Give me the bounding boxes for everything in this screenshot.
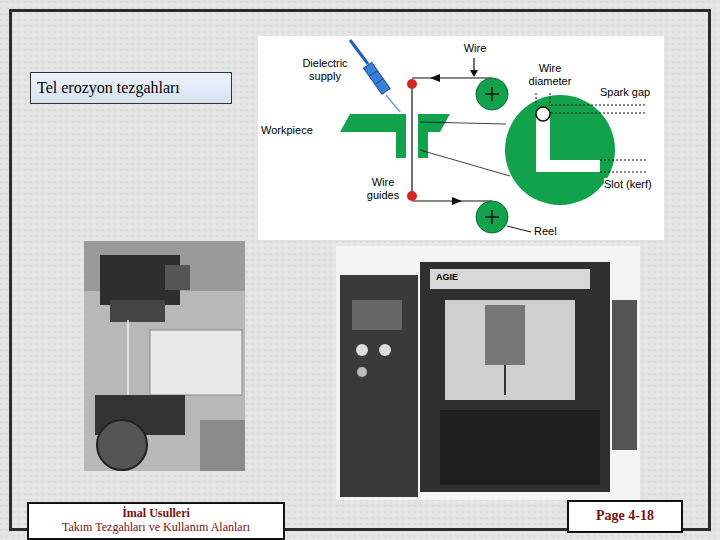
wire-edm-machine-photo-part — [336, 246, 640, 500]
wire-edm-machine-photo — [336, 246, 640, 500]
wire-edm-diagram-part — [430, 74, 440, 82]
wire-edm-diagram-part — [600, 160, 648, 161]
part-label: Dielectric supply — [296, 57, 354, 82]
wire-edm-machine-photo-part — [440, 410, 600, 485]
wire-edm-diagram-part — [536, 93, 537, 106]
wire-edm-diagram-part — [551, 105, 645, 106]
wire-edm-diagram-part — [411, 88, 412, 192]
page-number-box: Page 4-18 — [567, 500, 683, 533]
wire-edm-diagram-part — [418, 114, 450, 158]
wire-edm-diagram-part — [258, 36, 664, 240]
wire-edm-machine-photo-part — [379, 344, 391, 356]
wire-guide-photo-part — [97, 420, 147, 470]
wire-edm-machine-photo-part — [357, 367, 367, 377]
part-label: Reel — [534, 225, 564, 238]
wire-edm-diagram-part — [407, 191, 417, 201]
wire-edm-diagram-part — [536, 107, 550, 121]
wire-edm-machine-photo-part — [612, 300, 637, 450]
wire-edm-diagram-part — [420, 122, 506, 124]
wire-edm-machine-photo-part — [504, 365, 506, 395]
wire-edm-diagram-part — [550, 93, 551, 106]
part-label: Wire — [458, 42, 492, 55]
wire-edm-diagram-part — [505, 95, 615, 205]
wire-edm-machine-photo-part — [340, 275, 418, 497]
wire-edm-diagram-part — [536, 118, 600, 172]
wire-guide-photo-part — [127, 320, 129, 400]
wire-edm-diagram — [258, 36, 664, 240]
wire-edm-diagram-part — [364, 62, 391, 94]
box-heading: Tel erozyon tezgahları — [37, 79, 225, 97]
wire-edm-diagram-part — [476, 78, 508, 110]
box-heading: İmal Usulleri — [33, 507, 279, 521]
wire-edm-diagram-part — [473, 58, 474, 70]
wire-edm-machine-photo-part — [445, 300, 575, 400]
wire-edm-diagram-part — [551, 113, 645, 114]
wire-edm-diagram-part — [420, 150, 510, 176]
wire-edm-diagram-part — [491, 210, 493, 224]
title-box: Tel erozyon tezgahları — [30, 72, 232, 104]
wire-edm-diagram-part — [600, 172, 648, 173]
wire-edm-diagram-part — [386, 95, 400, 112]
wire-guide-photo — [84, 241, 245, 471]
box-heading: Page 4-18 — [573, 508, 677, 524]
wire-edm-diagram-part — [340, 114, 406, 158]
footer-box: İmal UsulleriTakım Tezgahları ve Kullanı… — [27, 502, 285, 540]
wire-edm-diagram-part — [491, 87, 493, 101]
wire-edm-diagram-part — [407, 79, 417, 89]
wire-edm-machine-photo-part — [356, 344, 368, 356]
wire-edm-diagram-part — [476, 201, 508, 233]
part-label: Workpiece — [261, 124, 327, 137]
wire-edm-machine-photo-part — [430, 269, 590, 289]
wire-guide-photo-part — [110, 300, 165, 322]
dimension-label: Slot (kerf) — [604, 178, 662, 191]
wire-guide-photo-part — [84, 241, 245, 471]
wire-guide-photo-part — [200, 420, 245, 471]
wire-edm-machine-photo-part — [352, 300, 402, 330]
wire-edm-diagram-part — [470, 70, 478, 77]
wire-edm-diagram-part-part — [364, 62, 391, 94]
wire-guide-photo-part — [165, 265, 190, 290]
dimension-label: Wire diameter — [522, 62, 578, 87]
wire-edm-machine-photo-part — [485, 305, 525, 365]
wire-edm-diagram-part-part — [369, 71, 377, 77]
wire-guide-photo-part — [150, 330, 242, 395]
dimension-label: Spark gap — [600, 86, 660, 99]
wire-edm-diagram-part — [412, 77, 492, 78]
brand-label: AGIE — [436, 272, 476, 282]
wire-edm-diagram-part — [507, 226, 531, 232]
wire-edm-diagram-part-part — [375, 79, 383, 85]
box-text: Takım Tezgahları ve Kullanım Alanları — [33, 521, 279, 535]
slide-frame — [11, 11, 710, 530]
wire-edm-diagram-part — [452, 197, 462, 205]
part-label: Wire guides — [362, 176, 404, 201]
wire-edm-machine-photo-part — [420, 262, 610, 492]
